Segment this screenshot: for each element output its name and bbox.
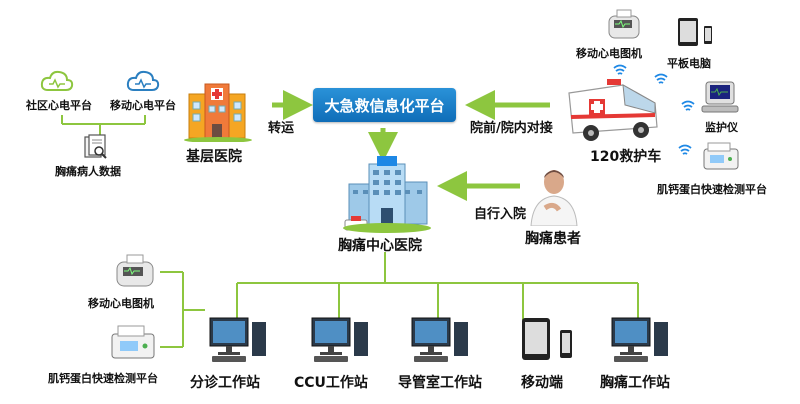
chest-pain-workstation-label: 胸痛工作站 <box>600 375 670 391</box>
patient-label: 胸痛患者 <box>525 231 581 247</box>
wifi-icon <box>613 64 627 75</box>
troponin-analyzer-icon <box>703 142 739 170</box>
chest-pain-patient-data: 胸痛病人数据 <box>55 165 121 178</box>
ecg-machine-icon <box>608 9 640 39</box>
computer-icon <box>209 317 266 362</box>
computer-icon <box>311 317 368 362</box>
community-ecg-platform: 社区心电平台 <box>26 99 92 112</box>
wifi-icon <box>681 100 695 111</box>
transfer-label: 转运 <box>268 121 295 136</box>
ambulance-label: 120救护车 <box>590 149 662 165</box>
ambulance-ecg-label: 移动心电图机 <box>576 47 642 60</box>
tablet-icon <box>678 18 712 46</box>
workstation-tree <box>160 252 639 348</box>
wifi-icon <box>678 144 692 155</box>
monitor-label: 监护仪 <box>705 121 738 134</box>
ecg-machine-icon <box>116 254 154 287</box>
hospital-icon <box>184 83 252 142</box>
monitor-icon <box>701 81 739 113</box>
triage-workstation-label: 分诊工作站 <box>190 375 260 391</box>
computer-icon <box>611 317 668 362</box>
computer-icon <box>411 317 468 362</box>
basic-hospital-label: 基层医院 <box>186 149 242 165</box>
ambulance-icon <box>568 79 658 141</box>
cloud-icon <box>40 70 74 91</box>
troponin-analyzer-icon <box>111 325 155 359</box>
center-ecg-label: 移动心电图机 <box>88 297 154 310</box>
walk-in-label: 自行入院 <box>474 207 527 222</box>
mobile-device-icon <box>522 318 572 360</box>
mobile-ecg-platform: 移动心电平台 <box>110 99 176 112</box>
community-bracket <box>61 115 146 135</box>
cath-lab-workstation-label: 导管室工作站 <box>398 375 482 391</box>
mobile-terminal-label: 移动端 <box>521 375 563 391</box>
cloud-icon <box>126 70 160 91</box>
wifi-icon <box>654 73 668 84</box>
center-troponin-label: 肌钙蛋白快速检测平台 <box>48 372 158 385</box>
connect-label: 院前/院内对接 <box>470 121 553 136</box>
patient-icon <box>530 170 578 226</box>
chest-pain-center-label: 胸痛中心医院 <box>338 238 422 254</box>
ambulance-troponin-label: 肌钙蛋白快速检测平台 <box>657 183 767 196</box>
tablet-label: 平板电脑 <box>667 57 711 70</box>
document-icon <box>84 134 107 159</box>
ccu-workstation-label: CCU工作站 <box>294 375 368 391</box>
emergency-info-platform: 大急救信息化平台 <box>313 88 456 122</box>
center-hospital-icon <box>343 156 431 233</box>
